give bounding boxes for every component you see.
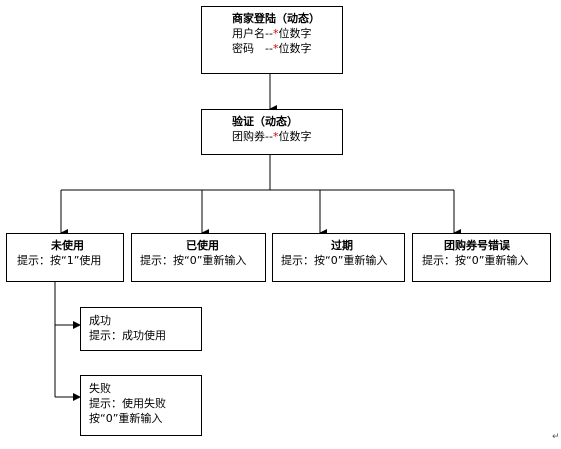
failure-box: 失败 提示：使用失败 按“0”重新输入 — [80, 375, 202, 436]
unused-title: 未使用 — [51, 239, 84, 252]
login-title: 商家登陆（动态） — [232, 12, 320, 25]
success-title: 成功 — [89, 314, 111, 327]
used-hint: 提示：按“0”重新输入 — [140, 254, 247, 267]
failure-hint: 提示：使用失败 — [89, 397, 166, 410]
failure-title: 失败 — [89, 382, 111, 395]
expired-box: 过期 提示：按“0”重新输入 — [272, 233, 405, 282]
success-hint: 提示：成功使用 — [89, 329, 166, 342]
login-username-line: 用户名--*位数字 — [232, 27, 312, 40]
used-title: 已使用 — [186, 239, 219, 252]
wrong-number-hint: 提示：按“0”重新输入 — [422, 254, 529, 267]
unused-hint: 提示：按“1”使用 — [17, 254, 102, 267]
wrong-number-title: 团购券号错误 — [444, 239, 510, 252]
verify-box: 验证（动态） 团购券--*位数字 — [201, 109, 343, 155]
login-password-line: 密码 --*位数字 — [232, 42, 312, 55]
failure-hint-retry: 按“0”重新输入 — [89, 412, 163, 425]
expired-hint: 提示：按“0”重新输入 — [281, 254, 388, 267]
verify-coupon-line: 团购券--*位数字 — [232, 130, 312, 143]
return-mark: ↵ — [552, 432, 560, 442]
used-box: 已使用 提示：按“0”重新输入 — [131, 233, 266, 282]
success-box: 成功 提示：成功使用 — [80, 307, 202, 351]
login-box: 商家登陆（动态） 用户名--*位数字 密码 --*位数字 — [201, 6, 343, 74]
wrong-number-box: 团购券号错误 提示：按“0”重新输入 — [412, 233, 551, 282]
expired-title: 过期 — [331, 239, 353, 252]
verify-title: 验证（动态） — [232, 115, 298, 128]
unused-box: 未使用 提示：按“1”使用 — [6, 233, 124, 282]
